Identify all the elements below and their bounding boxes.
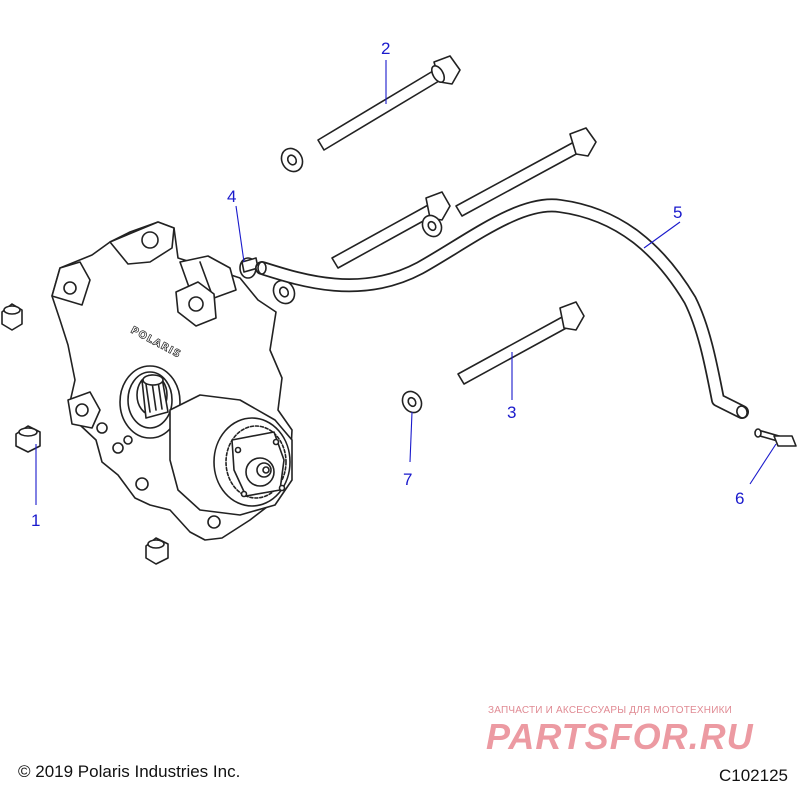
callout-3: 3 (507, 403, 516, 422)
washer (280, 147, 304, 173)
washer (401, 390, 423, 414)
callout-7: 7 (403, 470, 412, 489)
callout-4: 4 (227, 187, 236, 206)
input-spline-shaft (119, 365, 181, 439)
washer (272, 279, 296, 305)
flange-nut (15, 425, 41, 453)
watermark-tagline: ЗАПЧАСТИ И АКСЕССУАРЫ ДЛЯ МОТОТЕХНИКИ (488, 705, 733, 716)
long-bolt-upper (317, 55, 461, 151)
long-bolt-right (455, 127, 597, 217)
long-bolt-middle (331, 191, 451, 269)
vent-hose (255, 198, 749, 419)
flange-nut (1, 303, 23, 331)
callout-2: 2 (381, 39, 390, 58)
callout-labels: 1 2 3 4 5 6 7 (31, 39, 744, 530)
vent-fitting (754, 428, 797, 447)
callout-leaders (35, 60, 777, 505)
figure-id: C102125 (718, 766, 788, 785)
watermark-logo: PARTSFOR.RU (486, 716, 754, 757)
copyright-notice: © 2019 Polaris Industries Inc. (18, 762, 241, 781)
washer (421, 214, 443, 238)
flange-nut (145, 537, 169, 565)
callout-1: 1 (31, 511, 40, 530)
output-flange (169, 394, 293, 516)
callout-6: 6 (735, 489, 744, 508)
long-bolt-lower (457, 301, 585, 385)
callout-5: 5 (673, 203, 682, 222)
